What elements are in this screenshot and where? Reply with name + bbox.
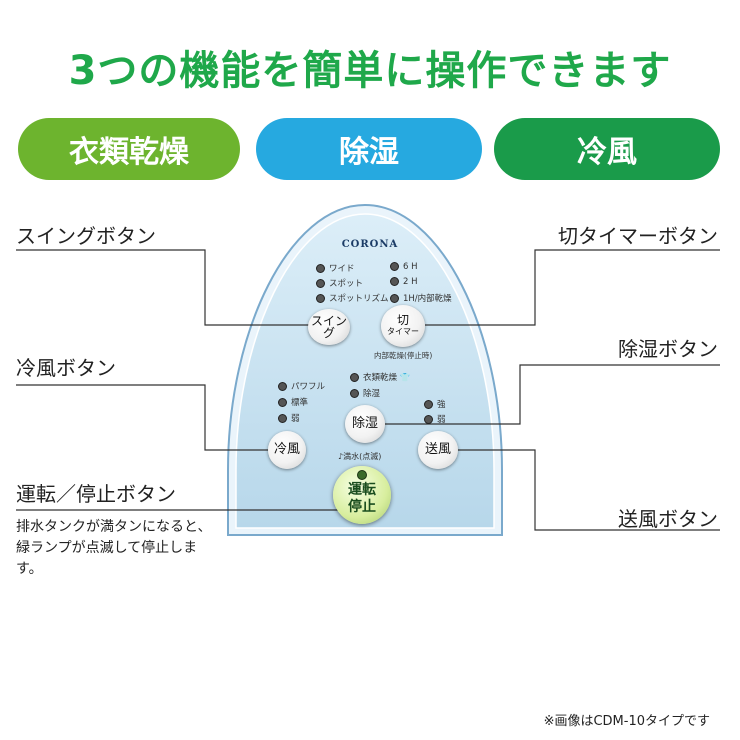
indicator-swing-spot: スポット <box>316 277 363 289</box>
mode-badge-cool-air: 冷風 <box>494 118 720 180</box>
page-title: 3つの機能を簡単に操作できます <box>68 48 672 94</box>
indicator-timer-2h: 2 H <box>390 277 418 287</box>
indicator-fan-strong: 強 <box>424 398 446 410</box>
led-icon <box>390 277 399 286</box>
dehumidify-button[interactable]: 除湿 <box>345 405 385 443</box>
tank-full-caption: ♪満水(点滅) <box>338 452 382 461</box>
indicator-dehumidify: 除湿 <box>350 387 380 399</box>
led-icon <box>390 262 399 271</box>
power-lamp <box>357 470 367 480</box>
led-icon <box>350 373 359 382</box>
mode-badge-dehumidify: 除湿 <box>256 118 482 180</box>
timer-button-label-bottom: タイマー <box>387 327 419 336</box>
led-icon <box>316 294 325 303</box>
leader-line-dehumid <box>385 364 720 425</box>
indicator-cool-weak: 弱 <box>278 412 300 424</box>
power-button-note: 排水タンクが満タンになると、緑ランプが点滅して停止します。 <box>16 519 212 577</box>
fan-button[interactable]: 送風 <box>418 431 458 469</box>
led-icon <box>278 398 287 407</box>
led-icon <box>278 414 287 423</box>
music-note-icon: ♪ <box>338 452 344 461</box>
label-timer-button: 切タイマーボタン <box>558 224 718 248</box>
led-icon <box>390 294 399 303</box>
power-button-label-top: 運転 <box>348 482 376 498</box>
label-fan-button: 送風ボタン <box>618 507 718 531</box>
indicator-timer-1h: 1H/内部乾燥 <box>390 292 452 304</box>
led-icon <box>424 400 433 409</box>
timer-caption: 内部乾燥(停止時) <box>374 351 433 360</box>
leader-line-swing <box>16 249 310 326</box>
label-dehumidify-button: 除湿ボタン <box>618 337 718 361</box>
swing-button[interactable]: スイング <box>308 309 350 345</box>
indicator-swing-wide: ワイド <box>316 262 355 274</box>
power-button[interactable]: 運転 停止 <box>333 466 391 524</box>
label-power-button: 運転／停止ボタン <box>16 482 176 506</box>
leader-line-cool <box>16 384 278 451</box>
indicator-timer-6h: 6 H <box>390 262 418 272</box>
indicator-fan-weak: 弱 <box>424 413 446 425</box>
led-icon <box>424 415 433 424</box>
led-icon <box>350 389 359 398</box>
cool-button[interactable]: 冷風 <box>268 431 306 469</box>
shirt-icon: 👕 <box>399 373 411 383</box>
indicator-clothes-dry: 衣類乾燥 👕 <box>350 371 410 383</box>
leader-line-fan <box>455 449 720 531</box>
led-icon <box>278 382 287 391</box>
label-swing-button: スイングボタン <box>16 224 156 248</box>
indicator-cool-powerful: パワフル <box>278 380 325 392</box>
leader-line-timer <box>425 249 720 326</box>
timer-button[interactable]: 切 タイマー <box>381 305 425 347</box>
power-button-label-bottom: 停止 <box>348 499 376 515</box>
indicator-swing-spot-rhythm: スポットリズム <box>316 292 389 304</box>
indicator-cool-standard: 標準 <box>278 396 308 408</box>
led-icon <box>316 279 325 288</box>
mode-badge-clothes-dry: 衣類乾燥 <box>18 118 240 180</box>
brand-logo: CORONA <box>341 239 399 250</box>
led-icon <box>316 264 325 273</box>
label-cool-button: 冷風ボタン <box>16 356 116 380</box>
footnote: ※画像はCDM-10タイプです <box>543 714 710 729</box>
timer-button-label-top: 切 <box>396 313 409 327</box>
